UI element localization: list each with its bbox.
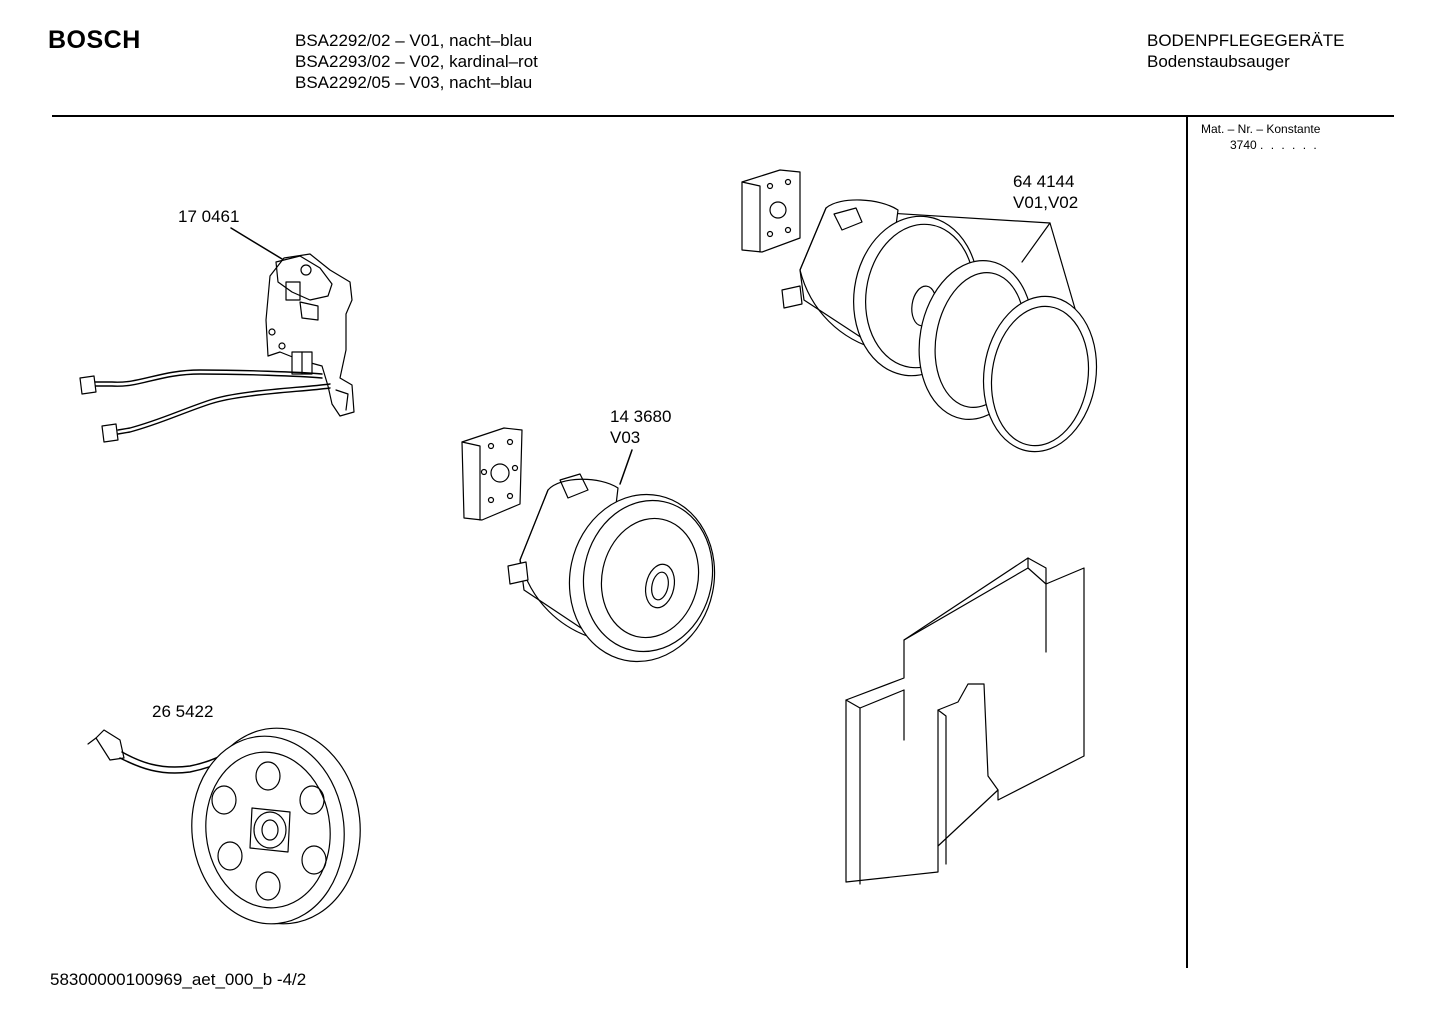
part-label-cable-reel: 26 5422 xyxy=(152,701,213,722)
part-variant: V03 xyxy=(610,428,641,447)
part-number: 26 5422 xyxy=(152,702,214,721)
mat-nr-value: 3740 . . . . . . xyxy=(1230,138,1319,152)
part-number: 64 4144 xyxy=(1013,172,1075,191)
sidebar-divider xyxy=(1186,116,1188,968)
motor-v01-v02-illustration xyxy=(741,169,1098,453)
category-subtitle: Bodenstaubsauger xyxy=(1147,52,1290,71)
mat-nr-number: 3740 xyxy=(1230,138,1257,152)
filter-foam-illustration xyxy=(845,557,1085,885)
mat-nr-dots: . . . . . . xyxy=(1260,138,1319,152)
mat-nr-label: Mat. – Nr. – Konstante xyxy=(1201,122,1321,136)
part-label-switch: 17 0461 xyxy=(178,206,239,227)
motor-v03-illustration xyxy=(461,427,716,663)
part-label-motor-v03: 14 3680 V03 xyxy=(610,406,671,448)
model-line-1: BSA2292/02 – V01, nacht–blau xyxy=(295,31,533,50)
model-line-2: BSA2293/02 – V02, kardinal–rot xyxy=(295,52,538,71)
document-id: 58300000100969_aet_000_b -4/2 xyxy=(50,970,307,989)
category-title: BODENPFLEGEGERÄTE xyxy=(1147,31,1345,50)
model-list: BSA2292/02 – V01, nacht–blau BSA2293/02 … xyxy=(295,30,538,93)
switch-assembly-illustration xyxy=(79,227,355,443)
part-number: 17 0461 xyxy=(178,207,240,226)
part-variant: V01,V02 xyxy=(1013,193,1079,212)
category-block: BODENPFLEGEGERÄTE Bodenstaubsauger xyxy=(1147,30,1344,72)
header-divider xyxy=(52,115,1394,117)
part-number: 14 3680 xyxy=(610,407,672,426)
model-line-3: BSA2292/05 – V03, nacht–blau xyxy=(295,73,533,92)
brand-logo: BOSCH xyxy=(48,26,141,54)
part-label-motor-v01-v02: 64 4144 V01,V02 xyxy=(1013,171,1078,213)
cable-reel-illustration xyxy=(87,727,361,925)
